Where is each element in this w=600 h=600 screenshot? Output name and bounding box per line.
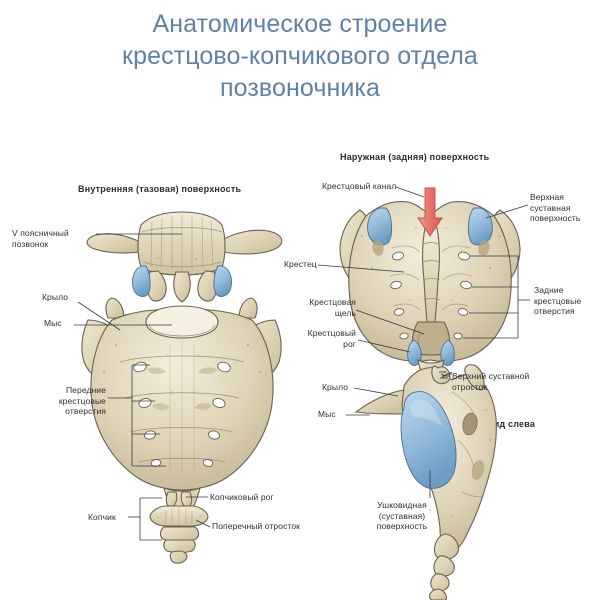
label-sacral-horn-line-1: Крестцовый — [307, 328, 356, 338]
label-auricular-surface: Ушковидная (суставная) поверхность — [358, 500, 446, 532]
posterior-sacral-foramina — [390, 251, 472, 340]
label-posterior-sacral-foramina-line-1: Задние — [534, 285, 564, 295]
label-posterior-sacral-foramina: Задние крестцовые отверстия — [534, 285, 596, 317]
label-promontory-lateral: Мыс — [318, 409, 336, 419]
label-wing-anterior: Крыло — [42, 292, 69, 302]
label-posterior-sacral-foramina-line-2: крестцовые — [534, 295, 582, 306]
label-auricular-surface-line-2: (суставная) — [378, 510, 426, 521]
label-l5-vertebra-line-1: V поясничный — [12, 228, 69, 238]
label-coccyx: Копчик — [88, 512, 116, 522]
coccyx-figure — [149, 491, 209, 564]
heading-posterior-surface: Наружная (задняя) поверхность — [340, 152, 490, 162]
label-wing-lateral: Крыло — [322, 382, 349, 392]
leader-lines — [74, 186, 530, 541]
label-sacral-hiatus-line-1: Крестцовая — [309, 297, 356, 307]
label-anterior-sacral-foramina-line-2: крестцовые — [58, 395, 106, 406]
label-coccygeal-horn: Копчиковый рог — [210, 492, 274, 502]
label-sacrum: Крестец — [284, 259, 317, 269]
sacrum-lateral-figure — [354, 364, 497, 600]
label-sacral-horn: Крестцовый рог — [280, 328, 356, 349]
label-transverse-process: Поперечный отросток — [212, 521, 300, 531]
label-superior-articular-surface-line-1: Верхная — [530, 192, 565, 202]
label-superior-articular-process-line-1: Верхний суставной — [452, 371, 530, 381]
label-l5-vertebra: V поясничный позвонок — [12, 228, 69, 249]
label-sacral-hiatus-line-2: щель — [334, 307, 356, 318]
label-sacral-hiatus: Крестцовая щель — [280, 297, 356, 318]
label-sacral-canal: Крестцовый канал — [322, 181, 397, 191]
page-title-line-1: Анатомическое строение — [152, 10, 448, 38]
sacrum-anterior-figure — [81, 297, 282, 517]
label-anterior-sacral-foramina-line-3: отверстия — [65, 406, 106, 416]
label-superior-articular-surface-line-3: поверхность — [530, 213, 581, 223]
label-anterior-sacral-foramina: Передние крестцовые отверстия — [26, 385, 106, 417]
page-title-line-3: позвоночника — [219, 74, 381, 102]
label-superior-articular-process-line-2: отросток — [452, 381, 488, 392]
sacral-canal-arrow-icon — [417, 187, 443, 237]
page-title: Анатомическое строение крестцово-копчико… — [0, 8, 600, 104]
heading-anterior-surface: Внутренняя (тазовая) поверхность — [78, 184, 242, 194]
label-anterior-sacral-foramina-line-1: Передние — [65, 385, 106, 395]
anterior-sacral-foramina — [133, 361, 231, 467]
label-l5-vertebra-line-2: позвонок — [12, 238, 49, 249]
heading-lateral-view: Вид слева — [487, 419, 536, 429]
label-auricular-surface-line-1: Ушковидная — [377, 500, 427, 510]
label-superior-articular-surface: Верхная суставная поверхность — [530, 192, 580, 224]
l5-vertebra-figure — [86, 211, 283, 303]
page-title-line-2: крестцово-копчикового отдела — [122, 42, 478, 70]
label-superior-articular-surface-line-2: суставная — [530, 202, 571, 213]
label-superior-articular-process: Верхний суставной отросток — [452, 371, 529, 392]
label-promontory-anterior: Мыс — [44, 318, 62, 328]
label-posterior-sacral-foramina-line-3: отверстия — [534, 306, 575, 316]
label-auricular-surface-line-3: поверхность — [376, 521, 428, 531]
label-sacral-horn-line-2: рог — [343, 338, 356, 349]
sacrum-posterior-figure — [339, 187, 521, 383]
